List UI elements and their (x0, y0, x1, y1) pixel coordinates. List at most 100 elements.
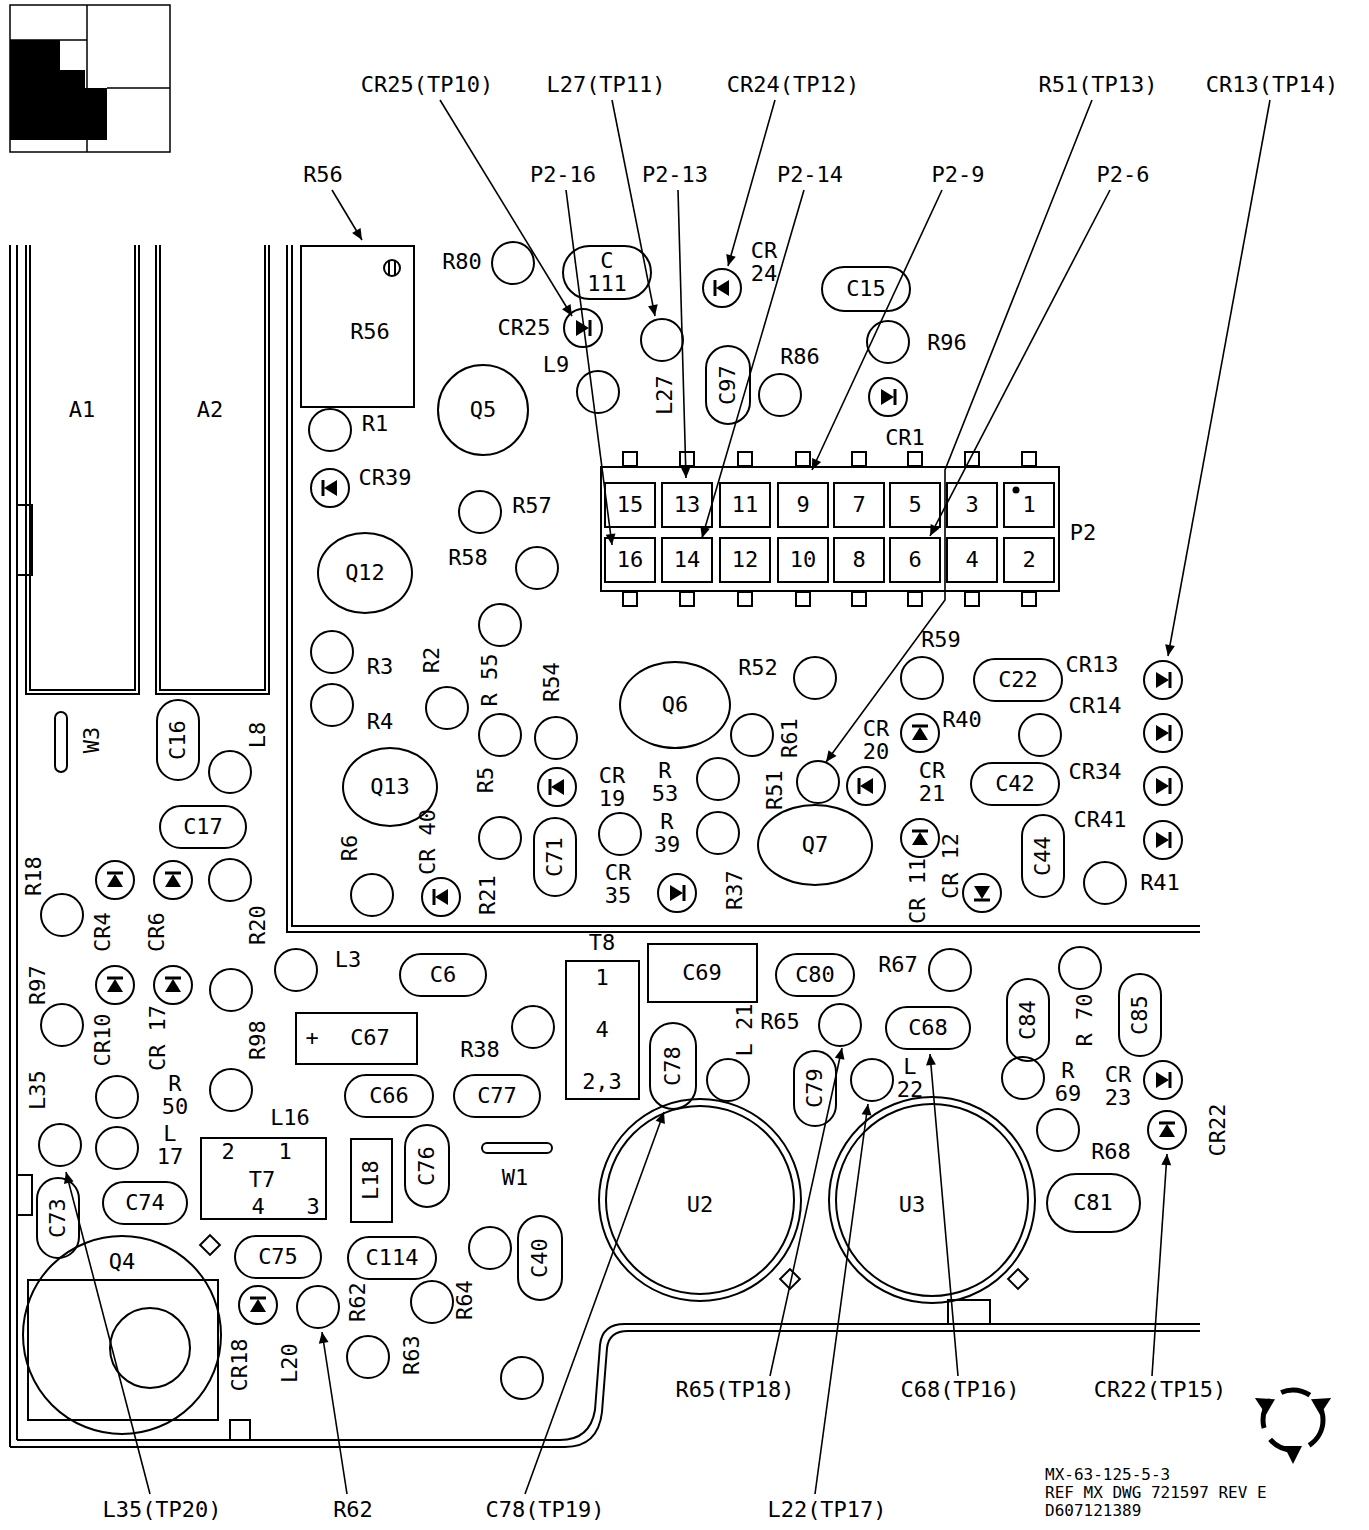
diode-outline (564, 309, 602, 347)
reference-label: L3 (335, 948, 362, 971)
diode-bar (1169, 832, 1172, 848)
component-outline (759, 374, 801, 416)
component-box: 2 (1003, 537, 1055, 583)
component-designator: P2 (1070, 521, 1097, 544)
component-designator: C73 (46, 1198, 69, 1238)
component-designator: C74 (125, 1191, 165, 1214)
reference-label: CR 35 (605, 861, 632, 907)
component-outline (347, 1336, 389, 1378)
component-designator: T8 (589, 931, 616, 954)
component-outline (96, 1076, 138, 1118)
diode-bar (433, 889, 436, 905)
diode-bar (912, 725, 928, 728)
component-designator: C22 (998, 668, 1038, 691)
reference-label: R54 (540, 662, 563, 702)
leader-line (322, 1332, 347, 1494)
capacitor-outline: C78 (649, 1022, 697, 1110)
reference-label: R98 (246, 1020, 269, 1060)
diode-bar (683, 885, 686, 901)
diode-symbol (703, 269, 741, 307)
diode-bar (714, 280, 717, 296)
reference-label: L 22 (897, 1055, 923, 1101)
esd-symbol (1250, 1390, 1335, 1464)
component-outline (797, 761, 839, 803)
diode-symbol (1148, 1111, 1186, 1149)
part-details (28, 260, 1035, 1420)
connector-tab (796, 592, 810, 606)
ic-ring (599, 1099, 801, 1301)
component-outline (210, 969, 252, 1011)
component-outline (929, 949, 971, 991)
reference-label: W3 (80, 727, 103, 754)
diode-triangle (1159, 1124, 1175, 1137)
reference-label: R65 (760, 1010, 800, 1033)
diode-symbol (1144, 821, 1182, 859)
component-box: C69 (647, 943, 758, 1003)
component-outline (501, 1357, 543, 1399)
diode-outline (901, 819, 939, 857)
component-outline (851, 1059, 893, 1101)
board-edge (10, 1331, 1200, 1447)
component-pads (39, 242, 1126, 1399)
diode-triangle (1156, 832, 1169, 848)
component-designator: 4 (965, 548, 978, 571)
diode-symbol (658, 874, 696, 912)
transistor-tab (200, 1235, 220, 1255)
component-outline (41, 1004, 83, 1046)
component-outline (867, 321, 909, 363)
component-designator: C77 (477, 1084, 517, 1107)
component-outline (697, 812, 739, 854)
leader-line (440, 100, 572, 316)
board-outline (10, 245, 1200, 1447)
component-designator: 8 (852, 548, 865, 571)
reference-label: L35 (26, 1070, 49, 1110)
esd-arrow (1250, 1390, 1275, 1415)
component-outline (819, 1004, 861, 1046)
locator-highlight (10, 40, 107, 140)
component-box: P215131197531161412108642 (600, 466, 1060, 592)
reference-label: R52 (738, 656, 778, 679)
reference-label: R20 (246, 905, 269, 945)
reference-label: R64 (453, 1280, 476, 1320)
drawing-number: MX-63-125-5-3 (1045, 1467, 1170, 1484)
reference-label: CR 40 (416, 809, 439, 875)
reference-label: L35(TP20) (102, 1498, 221, 1521)
reference-label: R 39 (654, 810, 680, 856)
diode-symbol (1144, 661, 1182, 699)
leader-line (826, 100, 1092, 762)
component-outline (351, 874, 393, 916)
component-box: 21T743 (200, 1137, 327, 1220)
diode-symbol (901, 714, 939, 752)
reference-label: CR25 (498, 316, 551, 339)
component-designator: Q5 (470, 398, 497, 421)
capacitor-outline: C 111 (562, 245, 652, 300)
component-circle: U3 (835, 1103, 1029, 1297)
board-tab (230, 1420, 250, 1440)
diode-outline (1148, 1111, 1186, 1149)
diode-triangle (107, 874, 123, 887)
component-designator: 10 (790, 548, 817, 571)
component-outline (39, 1124, 81, 1166)
component-designator: C78 (661, 1046, 684, 1086)
reference-label: CR 19 (599, 764, 626, 810)
reference-label: R3 (367, 655, 394, 678)
diode-triangle (551, 779, 564, 795)
reference-label: CR1 (885, 426, 925, 449)
diode-bar (589, 320, 592, 336)
reference-label: L16 (270, 1106, 310, 1129)
capacitor-outline: C97 (705, 345, 751, 425)
connector-tabs (623, 452, 1036, 606)
adjust-screw (384, 260, 400, 276)
diode-triangle (912, 832, 928, 845)
component-designator: C76 (415, 1146, 438, 1186)
reference-label: CR22 (1206, 1104, 1229, 1157)
diode-outline (1144, 821, 1182, 859)
diode-outline (422, 878, 460, 916)
reference-label: R4 (367, 710, 394, 733)
component-designator: 2,3 (582, 1070, 622, 1093)
diode-triangle (165, 979, 181, 992)
component-outline (275, 949, 317, 991)
component-designator: Q12 (345, 561, 385, 584)
component-designator: C84 (1016, 1000, 1039, 1040)
